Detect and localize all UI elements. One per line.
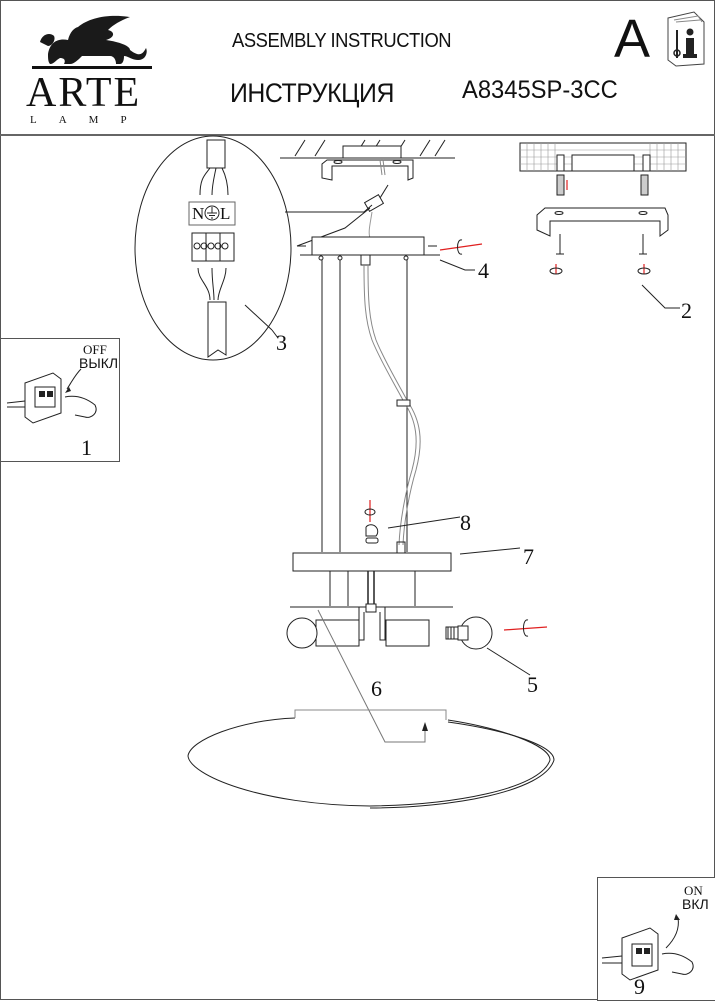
wall-switch-icon <box>601 914 694 981</box>
wiring-detail <box>188 139 279 358</box>
step-switch-on: ON ВКЛ 9 <box>597 877 715 1001</box>
step-9-number: 9 <box>634 974 645 999</box>
canopy <box>297 236 440 266</box>
switch-on-label-en: ON <box>684 883 703 898</box>
step-1-number: 1 <box>81 435 92 460</box>
brand-subtitle: LAMP <box>30 114 149 126</box>
callout-4: 4 <box>478 258 489 283</box>
callout-6: 6 <box>371 676 382 701</box>
callout-2: 2 <box>681 298 692 323</box>
brand-name: ARTE <box>26 70 142 116</box>
switch-on-label-ru: ВКЛ <box>682 896 709 912</box>
section-letter: A <box>614 9 651 69</box>
info-manual-icon <box>667 11 705 67</box>
wall-switch-icon <box>6 368 97 424</box>
glass-shade <box>187 709 555 809</box>
title-english: ASSEMBLY INSTRUCTION <box>232 30 452 52</box>
mounted-bracket <box>321 159 414 181</box>
callout-8: 8 <box>460 510 471 535</box>
wall-bracket-detail <box>519 142 687 309</box>
step-switch-off: OFF ВЫКЛ 1 <box>0 338 120 462</box>
lamp-body-plate <box>292 552 452 572</box>
wiring-detail-circle <box>134 135 292 361</box>
ceiling <box>280 139 455 159</box>
terminal-live-label: L <box>220 204 231 223</box>
header: ARTE LAMP ASSEMBLY INSTRUCTION ИНСТРУКЦИ… <box>0 0 715 136</box>
callout-7: 7 <box>523 544 534 569</box>
ground-icon <box>204 205 220 221</box>
switch-off-label-en: OFF <box>83 342 107 357</box>
callout-5: 5 <box>527 672 538 697</box>
winged-lion-icon <box>32 15 152 69</box>
title-russian: ИНСТРУКЦИЯ <box>230 78 394 108</box>
model-number: A8345SP-3CC <box>462 76 618 104</box>
callout-3: 3 <box>276 330 287 355</box>
switch-off-label-ru: ВЫКЛ <box>79 355 119 371</box>
terminal-neutral-label: N <box>192 204 205 223</box>
